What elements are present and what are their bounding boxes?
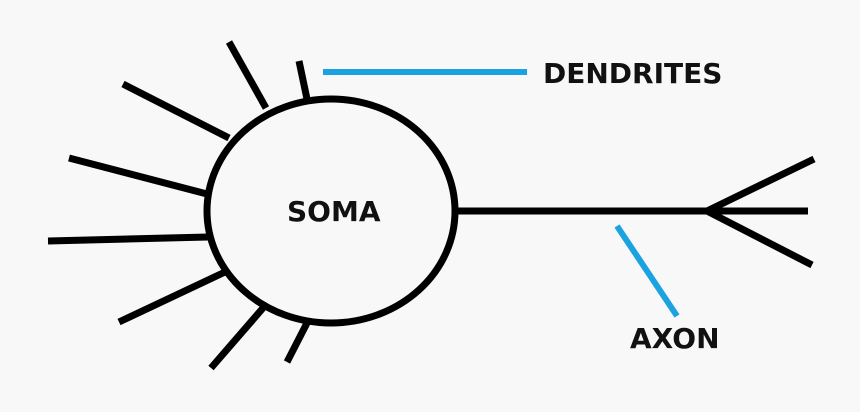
axon-terminal-lower [705,207,814,269]
dendrite-4 [68,154,208,198]
dendrite-1 [225,40,270,110]
axon-terminal-upper [705,155,816,215]
dendrite-6 [117,268,227,326]
dendrite-7 [208,305,266,371]
dendrite-8 [283,321,311,364]
axon-label: AXON [630,322,720,355]
dendrite-2 [295,60,311,100]
axon-pointer-line [614,224,680,318]
dendrites-label: DENDRITES [543,57,723,90]
dendrite-5 [47,233,209,245]
dendrite-3 [121,80,231,142]
soma-label: SOMA [287,195,381,228]
